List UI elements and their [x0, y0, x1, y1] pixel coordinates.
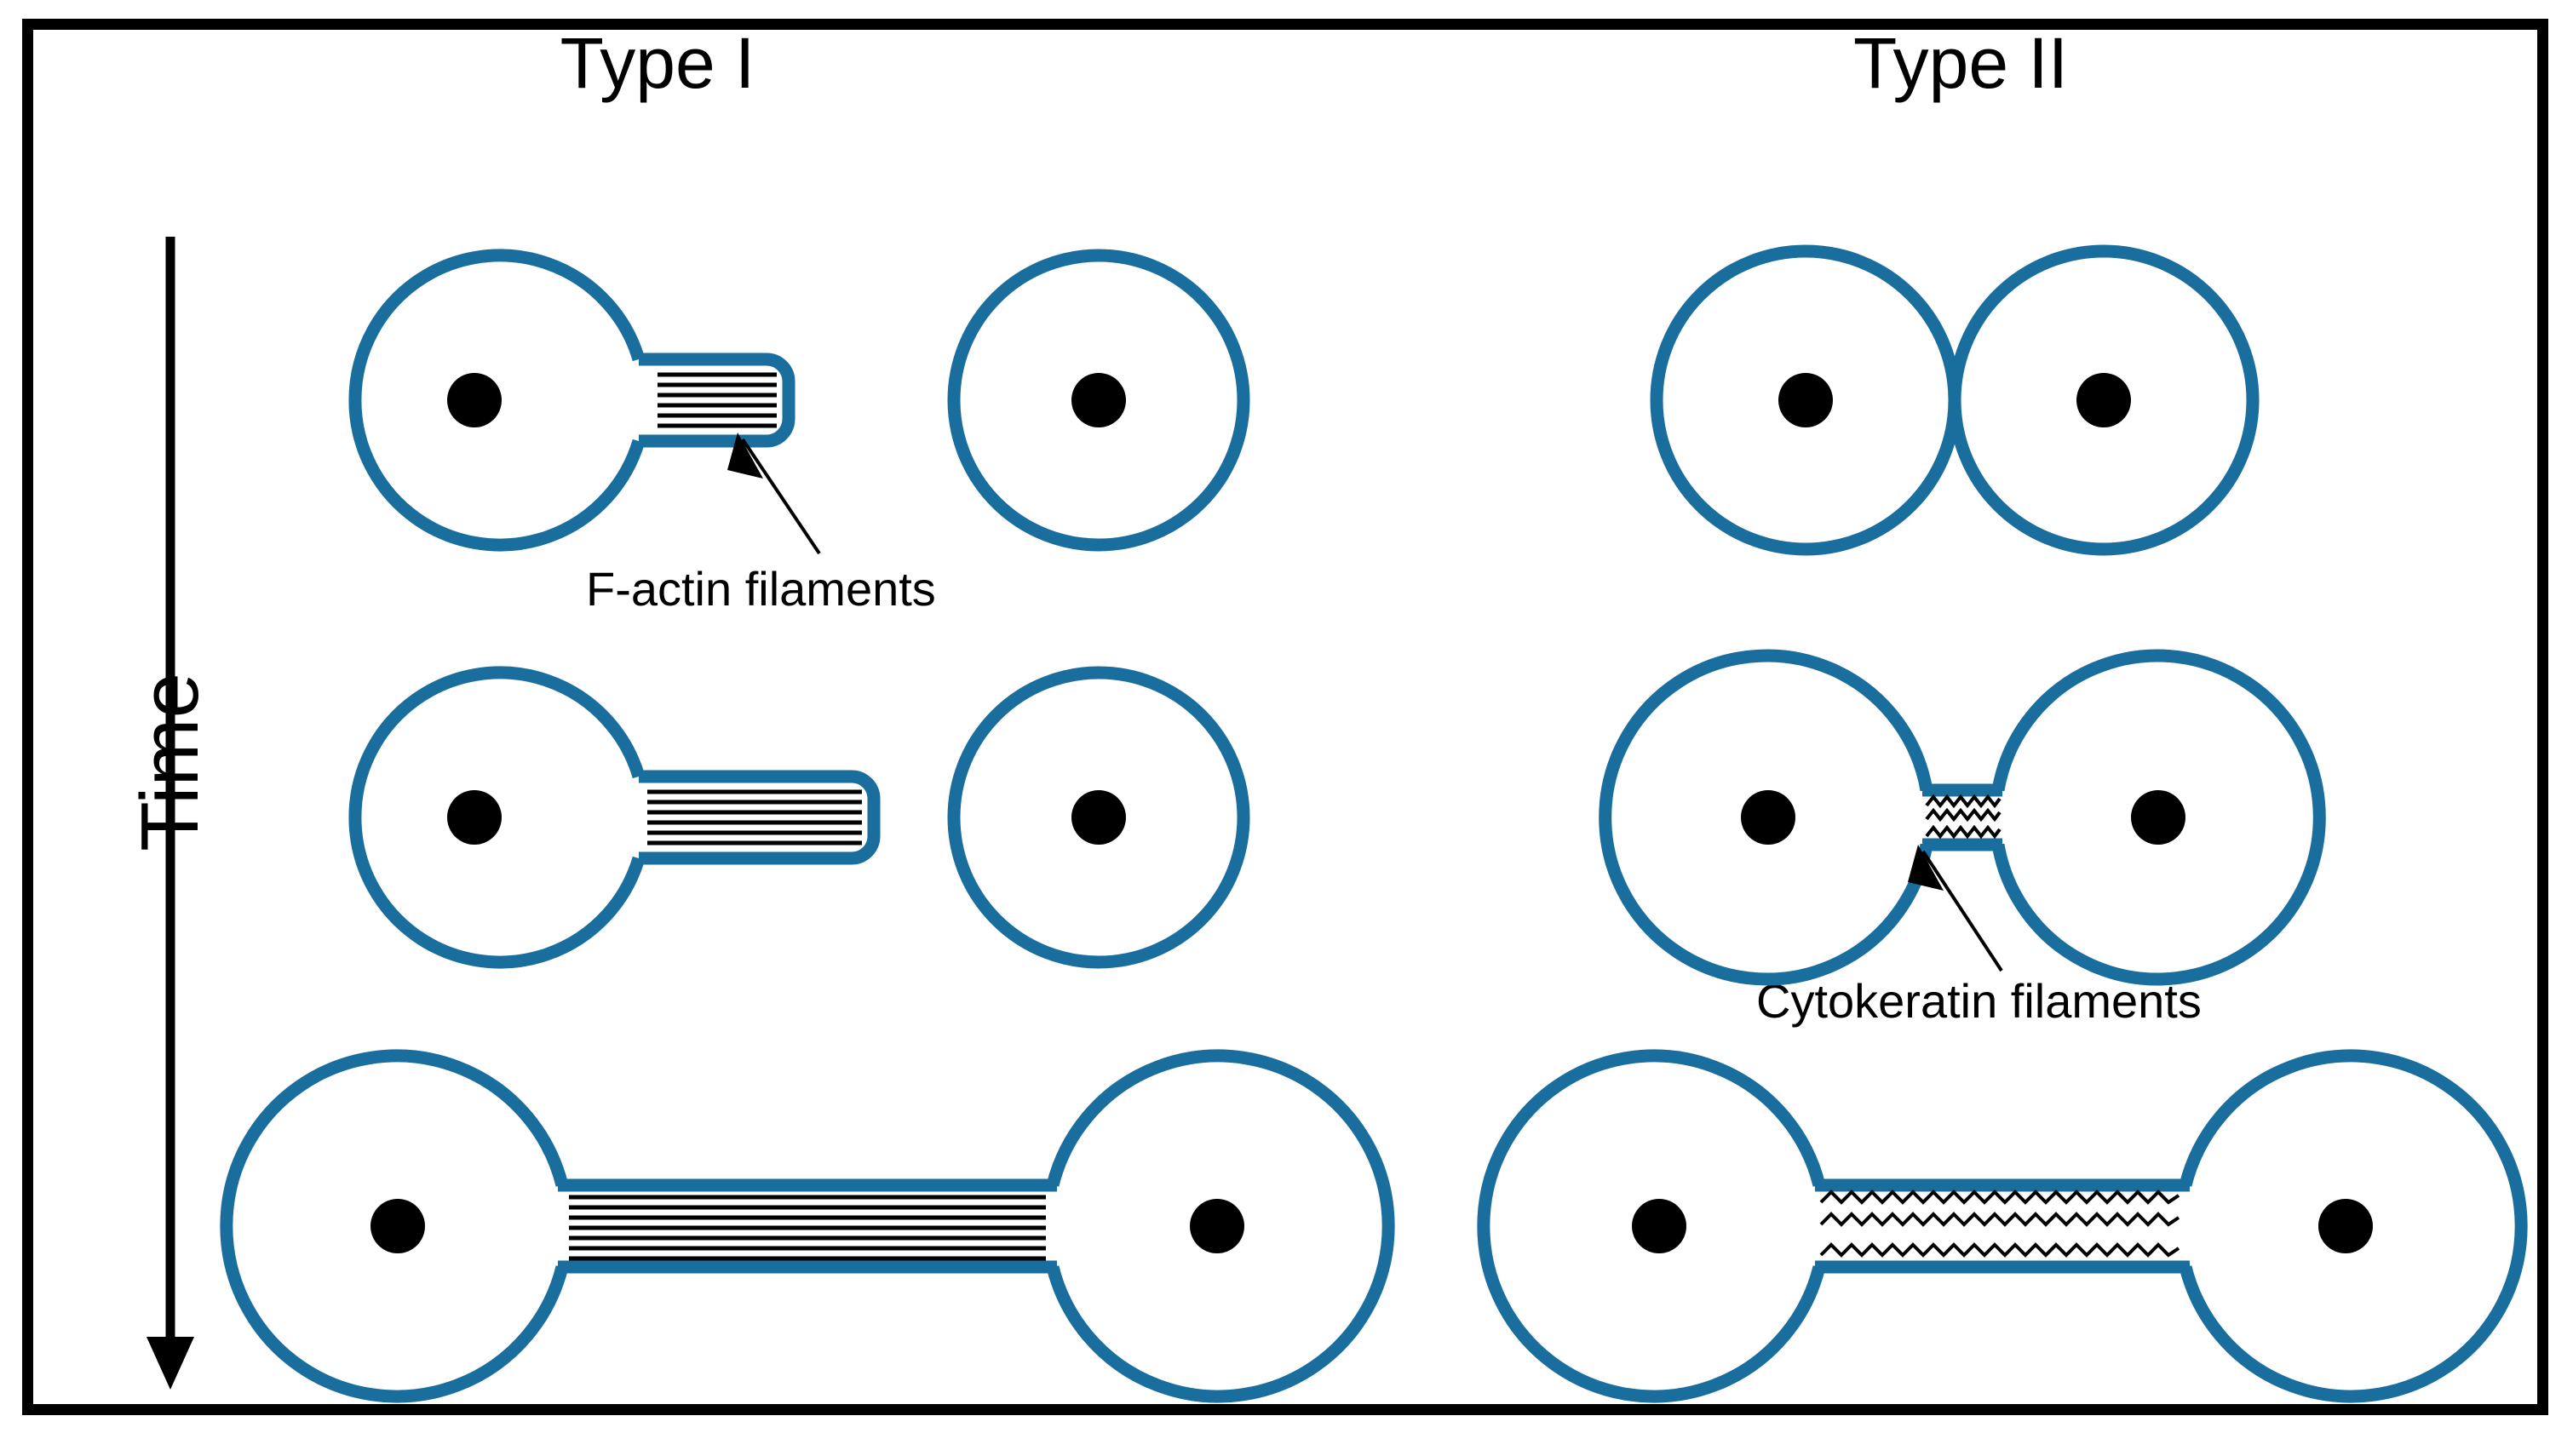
cell-left-outline	[1477, 1049, 1826, 1403]
nucleus	[2076, 373, 2131, 427]
cell-left-outline	[1599, 649, 1933, 986]
cell-right-outline	[1991, 649, 2326, 986]
nucleus	[447, 373, 502, 427]
type2-row1	[1650, 244, 2260, 556]
nucleus	[370, 1199, 425, 1253]
nucleus	[2131, 790, 2185, 845]
type1-row3	[220, 1049, 1395, 1403]
cell-separate	[947, 249, 1250, 552]
f-actin-filaments-bundle	[647, 789, 862, 846]
type2-row3	[1477, 1049, 2528, 1403]
type1-row1	[348, 249, 1250, 555]
f-actin-filaments-bundle	[569, 1195, 1046, 1261]
column-title-type1: Type I	[560, 23, 755, 103]
annotation-cytokeratin-label: Cytokeratin filaments	[1756, 974, 2202, 1028]
cell-right-outline	[1948, 244, 2260, 556]
nucleus	[1741, 790, 1795, 845]
cytokeratin-filaments-bundle	[1925, 794, 2002, 840]
nucleus	[447, 790, 502, 845]
annotation-f-actin-label: F-actin filaments	[586, 562, 936, 616]
type2-row2	[1599, 649, 2326, 986]
cell-separate	[947, 666, 1250, 969]
cell-with-protrusion	[348, 666, 881, 969]
annotation-leader-f-actin	[727, 433, 821, 555]
nucleus	[2318, 1199, 2373, 1253]
nucleus	[1778, 373, 1833, 427]
nucleus	[1632, 1199, 1686, 1253]
cell-left-outline	[220, 1049, 569, 1403]
cell-right-outline	[1046, 1049, 1395, 1403]
f-actin-filaments-bundle	[658, 372, 777, 428]
type1-row2	[348, 666, 1250, 969]
column-title-type2: Type II	[1852, 23, 2069, 103]
nucleus	[1071, 790, 1126, 845]
annotation-leader-cytokeratin	[1908, 845, 2003, 972]
time-arrow	[146, 237, 194, 1390]
nucleus	[1190, 1199, 1244, 1253]
cell-right-outline	[2179, 1049, 2528, 1403]
nucleus	[1071, 373, 1126, 427]
cell-with-protrusion	[348, 249, 795, 552]
cytokeratin-filaments-bundle	[1819, 1189, 2180, 1258]
